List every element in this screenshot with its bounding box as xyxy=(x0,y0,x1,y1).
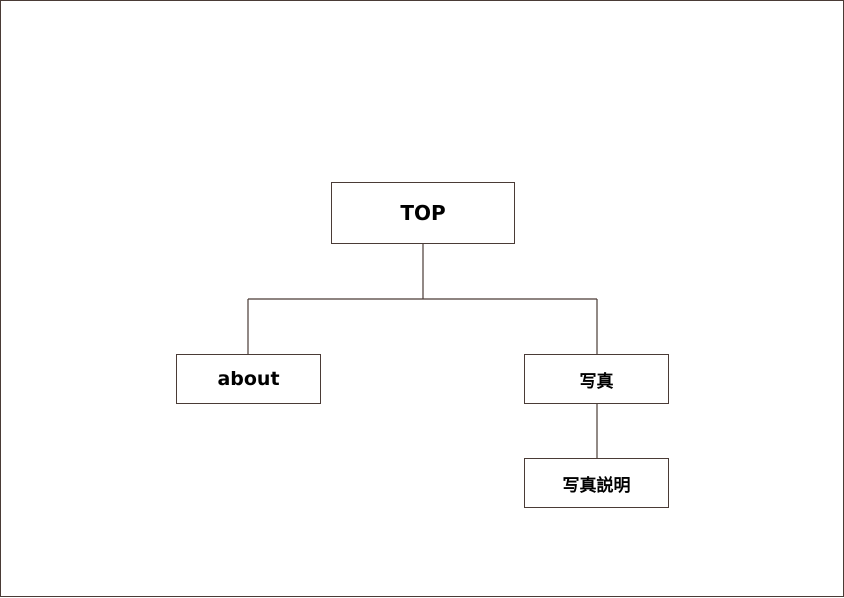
node-about-label: about xyxy=(217,368,280,390)
node-photo-description: 写真説明 xyxy=(524,458,669,508)
node-photo: 写真 xyxy=(524,354,669,404)
node-photo-label: 写真 xyxy=(579,371,614,392)
node-photo-description-label: 写真説明 xyxy=(562,475,631,496)
node-about: about xyxy=(176,354,321,404)
node-top-label: TOP xyxy=(400,201,446,225)
node-top: TOP xyxy=(331,182,515,244)
